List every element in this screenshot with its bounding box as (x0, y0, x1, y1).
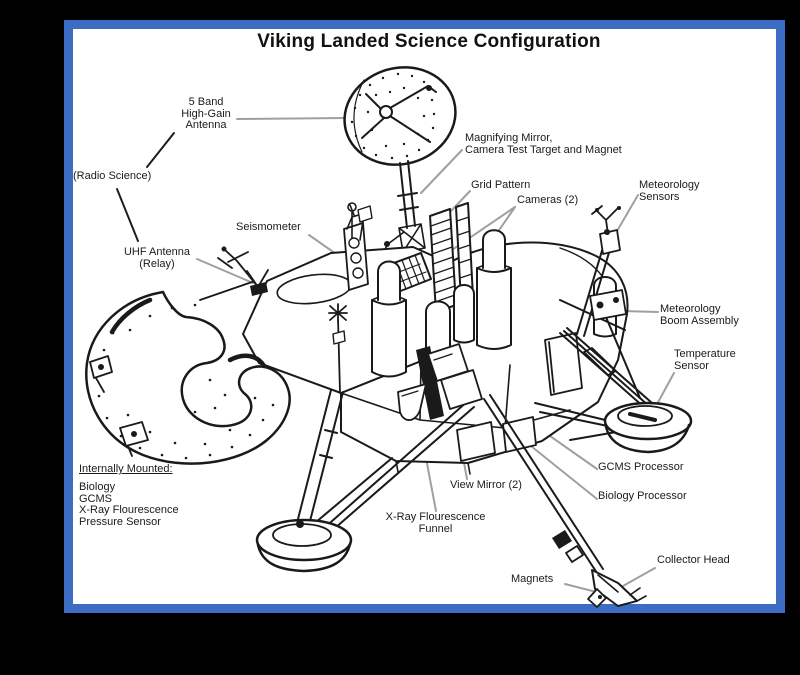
label-collector-head: Collector Head (657, 554, 730, 566)
label-high-gain-antenna: 5 Band High-Gain Antenna (181, 96, 231, 131)
label-biology-processor: Biology Processor (598, 490, 687, 502)
label-gcms-processor: GCMS Processor (598, 461, 684, 473)
label-grid-pattern: Grid Pattern (471, 179, 531, 191)
label-internally-mounted-items: Biology GCMS X-Ray Flourescence Pressure… (79, 481, 179, 528)
label-radio-science: (Radio Science) (73, 170, 152, 182)
label-seismometer: Seismometer (236, 221, 301, 233)
label-meteorology-boom: Meteorology Boom Assembly (660, 303, 739, 327)
label-xray-funnel: X-Ray Flourescence Funnel (385, 511, 486, 535)
label-meteorology-sensors: Meteorology Sensors (639, 179, 700, 203)
label-view-mirror: View Mirror (2) (450, 479, 522, 491)
label-temperature-sensor: Temperature Sensor (674, 348, 736, 372)
diagram-title: Viking Landed Science Configuration (257, 31, 601, 52)
label-magnifying-mirror: Magnifying Mirror, Camera Test Target an… (465, 132, 622, 156)
label-internally-mounted-heading: Internally Mounted: (79, 463, 173, 475)
label-uhf-antenna: UHF Antenna (Relay) (123, 246, 191, 270)
label-cameras: Cameras (2) (517, 194, 579, 206)
label-magnets: Magnets (511, 573, 554, 585)
